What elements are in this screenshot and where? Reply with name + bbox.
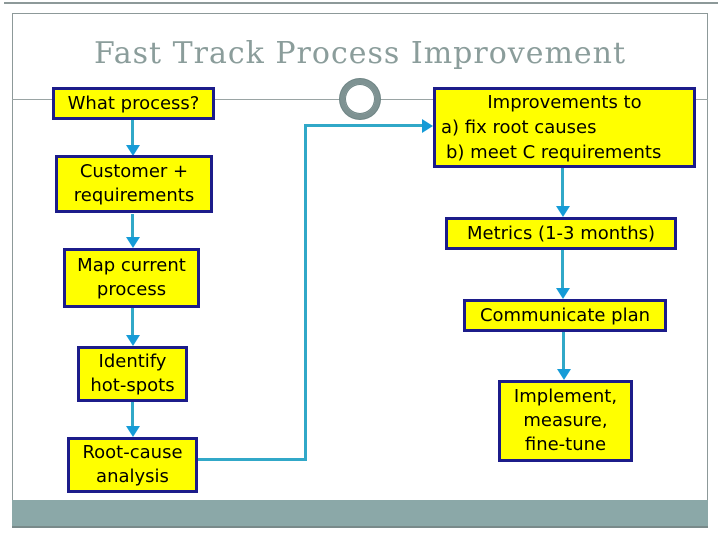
flow-box-what-process: What process? xyxy=(52,87,215,120)
flow-box-map-current-process: Map current process xyxy=(63,248,200,308)
arrow-right-icon xyxy=(422,119,433,133)
top-border-line xyxy=(4,2,718,4)
arrow-shaft xyxy=(131,402,134,427)
flow-box-improvements: Improvements to a) fix root causes b) me… xyxy=(433,87,696,168)
arrow-map-to-identify xyxy=(126,308,140,346)
arrow-shaft xyxy=(131,214,134,238)
improvements-line-2: a) fix root causes xyxy=(441,117,597,138)
elbow-arrow-top-segment xyxy=(304,124,422,127)
arrow-down-icon xyxy=(556,206,570,217)
footer-band xyxy=(12,500,708,528)
arrow-improvements-to-metrics xyxy=(556,168,570,217)
arrow-down-icon xyxy=(557,369,571,380)
arrow-communicate-to-implement xyxy=(557,332,571,380)
slide-title: Fast Track Process Improvement xyxy=(93,36,627,71)
elbow-arrow-vertical-segment xyxy=(304,124,307,461)
arrow-down-icon xyxy=(126,426,140,437)
arrow-identify-to-rootcause xyxy=(126,402,140,437)
arrow-customer-to-map xyxy=(126,214,140,248)
flow-box-customer-requirements: Customer + requirements xyxy=(55,155,213,213)
flow-box-root-cause-analysis: Root-cause analysis xyxy=(67,437,198,493)
arrow-down-icon xyxy=(556,288,570,299)
slide-frame xyxy=(12,13,708,528)
arrow-down-icon xyxy=(126,237,140,248)
arrow-shaft xyxy=(562,332,565,370)
arrow-shaft xyxy=(131,120,134,146)
arrow-shaft xyxy=(561,250,564,289)
arrow-what-to-customer xyxy=(126,120,140,156)
flow-box-metrics: Metrics (1-3 months) xyxy=(445,217,677,250)
improvements-line-1: Improvements to xyxy=(487,92,642,113)
arrow-shaft xyxy=(561,168,564,207)
flow-box-communicate-plan: Communicate plan xyxy=(463,299,667,332)
arrow-down-icon xyxy=(126,335,140,346)
decorative-circle-icon xyxy=(340,79,380,119)
flow-box-implement-measure-finetune: Implement, measure, fine-tune xyxy=(498,380,633,462)
flow-box-identify-hot-spots: Identify hot-spots xyxy=(77,346,188,402)
improvements-line-3: b) meet C requirements xyxy=(446,142,662,163)
arrow-down-icon xyxy=(126,145,140,156)
arrow-shaft xyxy=(131,308,134,336)
arrow-metrics-to-communicate xyxy=(556,250,570,299)
elbow-arrow-bottom-segment xyxy=(197,458,307,461)
